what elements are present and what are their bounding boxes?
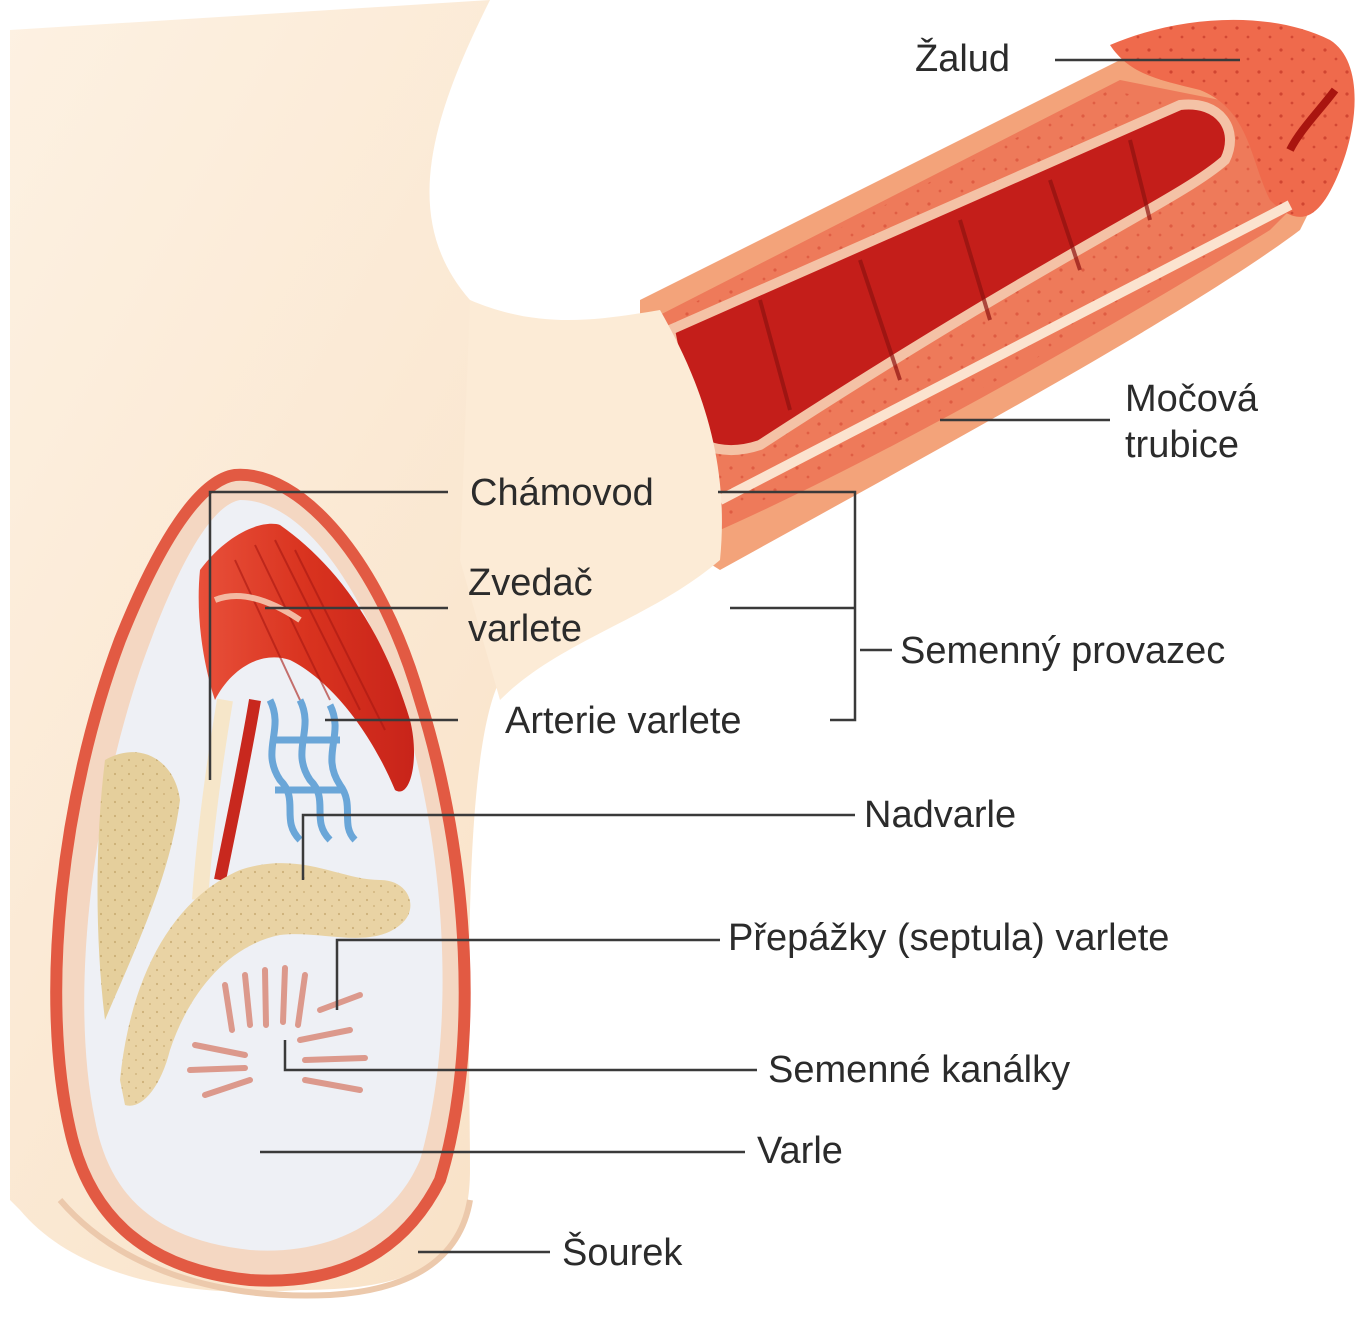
label-zalud: Žalud <box>915 36 1010 82</box>
label-arterie-varlete: Arterie varlete <box>505 698 742 744</box>
label-semenne-kanalky: Semenné kanálky <box>768 1047 1070 1093</box>
label-varle: Varle <box>757 1128 843 1174</box>
label-nadvarle: Nadvarle <box>864 792 1016 838</box>
label-zvedac-varlete: Zvedačvarlete <box>468 560 593 652</box>
label-chamovod: Chámovod <box>470 470 654 516</box>
label-sourek: Šourek <box>562 1230 682 1276</box>
label-prepazky: Přepážky (septula) varlete <box>728 915 1169 961</box>
label-semenny-provazec: Semenný provazec <box>900 628 1225 674</box>
label-mocova-trubice: Močovátrubice <box>1125 376 1258 468</box>
